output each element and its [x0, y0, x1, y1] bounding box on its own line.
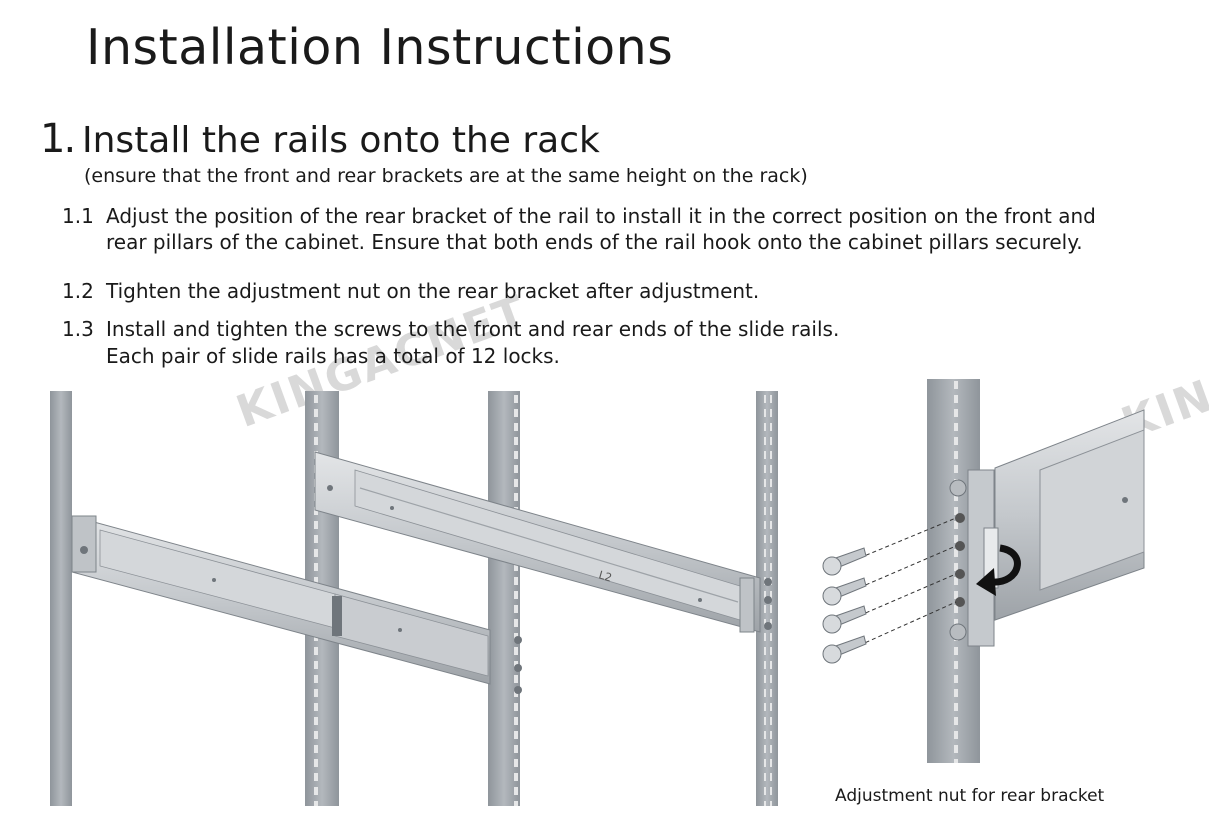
screw-icon [822, 545, 957, 606]
step-note: (ensure that the front and rear brackets… [84, 165, 808, 187]
page-title: Installation Instructions [86, 19, 674, 76]
substep-text-line: rear pillars of the cabinet. Ensure that… [106, 230, 1083, 254]
step-heading: Install the rails onto the rack [82, 120, 600, 161]
substep-text-line: Each pair of slide rails has a total of … [106, 344, 560, 368]
rail-label: L2 [597, 568, 613, 584]
substep-number: 1.2 [62, 279, 94, 303]
slide-rail-icon [949, 409, 1145, 647]
substep-text-line: Adjust the position of the rear bracket … [106, 204, 1096, 228]
screw-icon [822, 573, 957, 634]
figure-caption: Adjustment nut for rear bracket [835, 786, 1105, 806]
slide-rail-icon [314, 451, 772, 633]
step-number: 1. [40, 116, 76, 162]
substep-text-line: Install and tighten the screws to the fr… [106, 317, 840, 341]
substep-text-line: Tighten the adjustment nut on the rear b… [106, 279, 760, 303]
rack-pillar-icon [488, 391, 520, 806]
slide-rail-icon [71, 515, 522, 694]
screw-icon [822, 517, 957, 576]
rotate-arrow-icon [976, 544, 1021, 596]
substep-number: 1.3 [62, 317, 94, 341]
rack-pillar-icon [50, 391, 72, 806]
screw-icon [822, 601, 957, 664]
substep-number: 1.1 [62, 204, 94, 228]
